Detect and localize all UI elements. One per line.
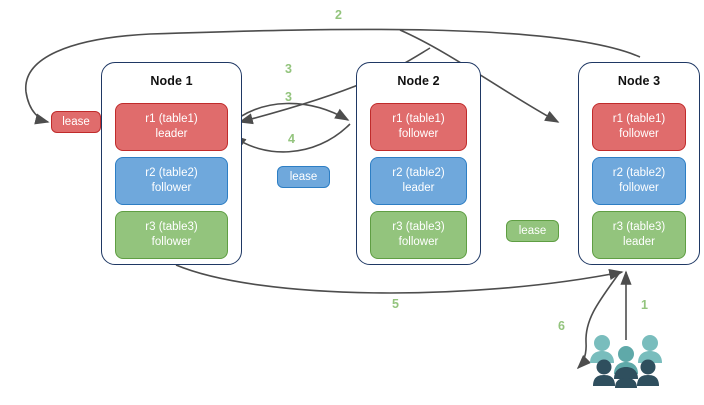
node-box-node1[interactable]: Node 1 r1 (table1) leader r2 (table2) fo…	[101, 62, 242, 265]
edge-label-1: 1	[641, 298, 648, 312]
replica-n3r3[interactable]: r3 (table3) leader	[592, 211, 686, 259]
lease-chip-red[interactable]: lease	[51, 111, 101, 133]
edge-3-path	[227, 102, 350, 127]
replica-n1r1[interactable]: r1 (table1) leader	[115, 103, 228, 151]
replica-n2r3[interactable]: r3 (table3) follower	[370, 211, 467, 259]
replica-name: r1 (table1)	[145, 113, 198, 126]
node-title: Node 3	[617, 74, 661, 88]
users-group-icon	[588, 332, 664, 388]
replica-n2r1[interactable]: r1 (table1) follower	[370, 103, 467, 151]
replica-role: leader	[155, 128, 188, 140]
node-box-node2[interactable]: Node 2 r1 (table1) follower r2 (table2) …	[356, 62, 481, 265]
edge-label-5: 5	[392, 297, 399, 311]
replica-n1r2[interactable]: r2 (table2) follower	[115, 157, 228, 205]
replica-n3r1[interactable]: r1 (table1) follower	[592, 103, 686, 151]
replica-name: r3 (table3)	[612, 221, 666, 234]
replica-n3r2[interactable]: r2 (table2) follower	[592, 157, 686, 205]
replica-role: follower	[398, 236, 439, 248]
node-title: Node 1	[150, 74, 193, 88]
replica-role: leader	[623, 236, 655, 248]
replica-role: follower	[619, 128, 659, 140]
node-box-node3[interactable]: Node 3 r1 (table1) follower r2 (table2) …	[578, 62, 700, 265]
node-title: Node 2	[397, 74, 440, 88]
edge-label-2: 2	[335, 8, 342, 22]
replica-n2r2[interactable]: r2 (table2) leader	[370, 157, 467, 205]
replica-role: follower	[398, 128, 439, 140]
replica-name: r3 (table3)	[145, 221, 198, 234]
replica-name: r2 (table2)	[392, 167, 445, 180]
replica-role: leader	[402, 182, 435, 194]
replica-name: r2 (table2)	[145, 167, 198, 180]
lease-chip-blue[interactable]: lease	[277, 166, 330, 188]
edge-label-3b: 3	[285, 90, 292, 104]
replica-role: follower	[619, 182, 659, 194]
replica-name: r3 (table3)	[392, 221, 445, 234]
replica-name: r1 (table1)	[612, 113, 666, 126]
replica-role: follower	[151, 236, 192, 248]
edge-label-3a: 3	[285, 62, 292, 76]
replica-name: r1 (table1)	[392, 113, 445, 126]
lease-chip-green[interactable]: lease	[506, 220, 559, 242]
edge-5-path	[175, 264, 624, 294]
replica-role: follower	[151, 182, 192, 194]
replica-n1r3[interactable]: r3 (table3) follower	[115, 211, 228, 259]
edge-label-6: 6	[558, 319, 565, 333]
edge-label-4: 4	[288, 132, 295, 146]
replica-name: r2 (table2)	[612, 167, 666, 180]
